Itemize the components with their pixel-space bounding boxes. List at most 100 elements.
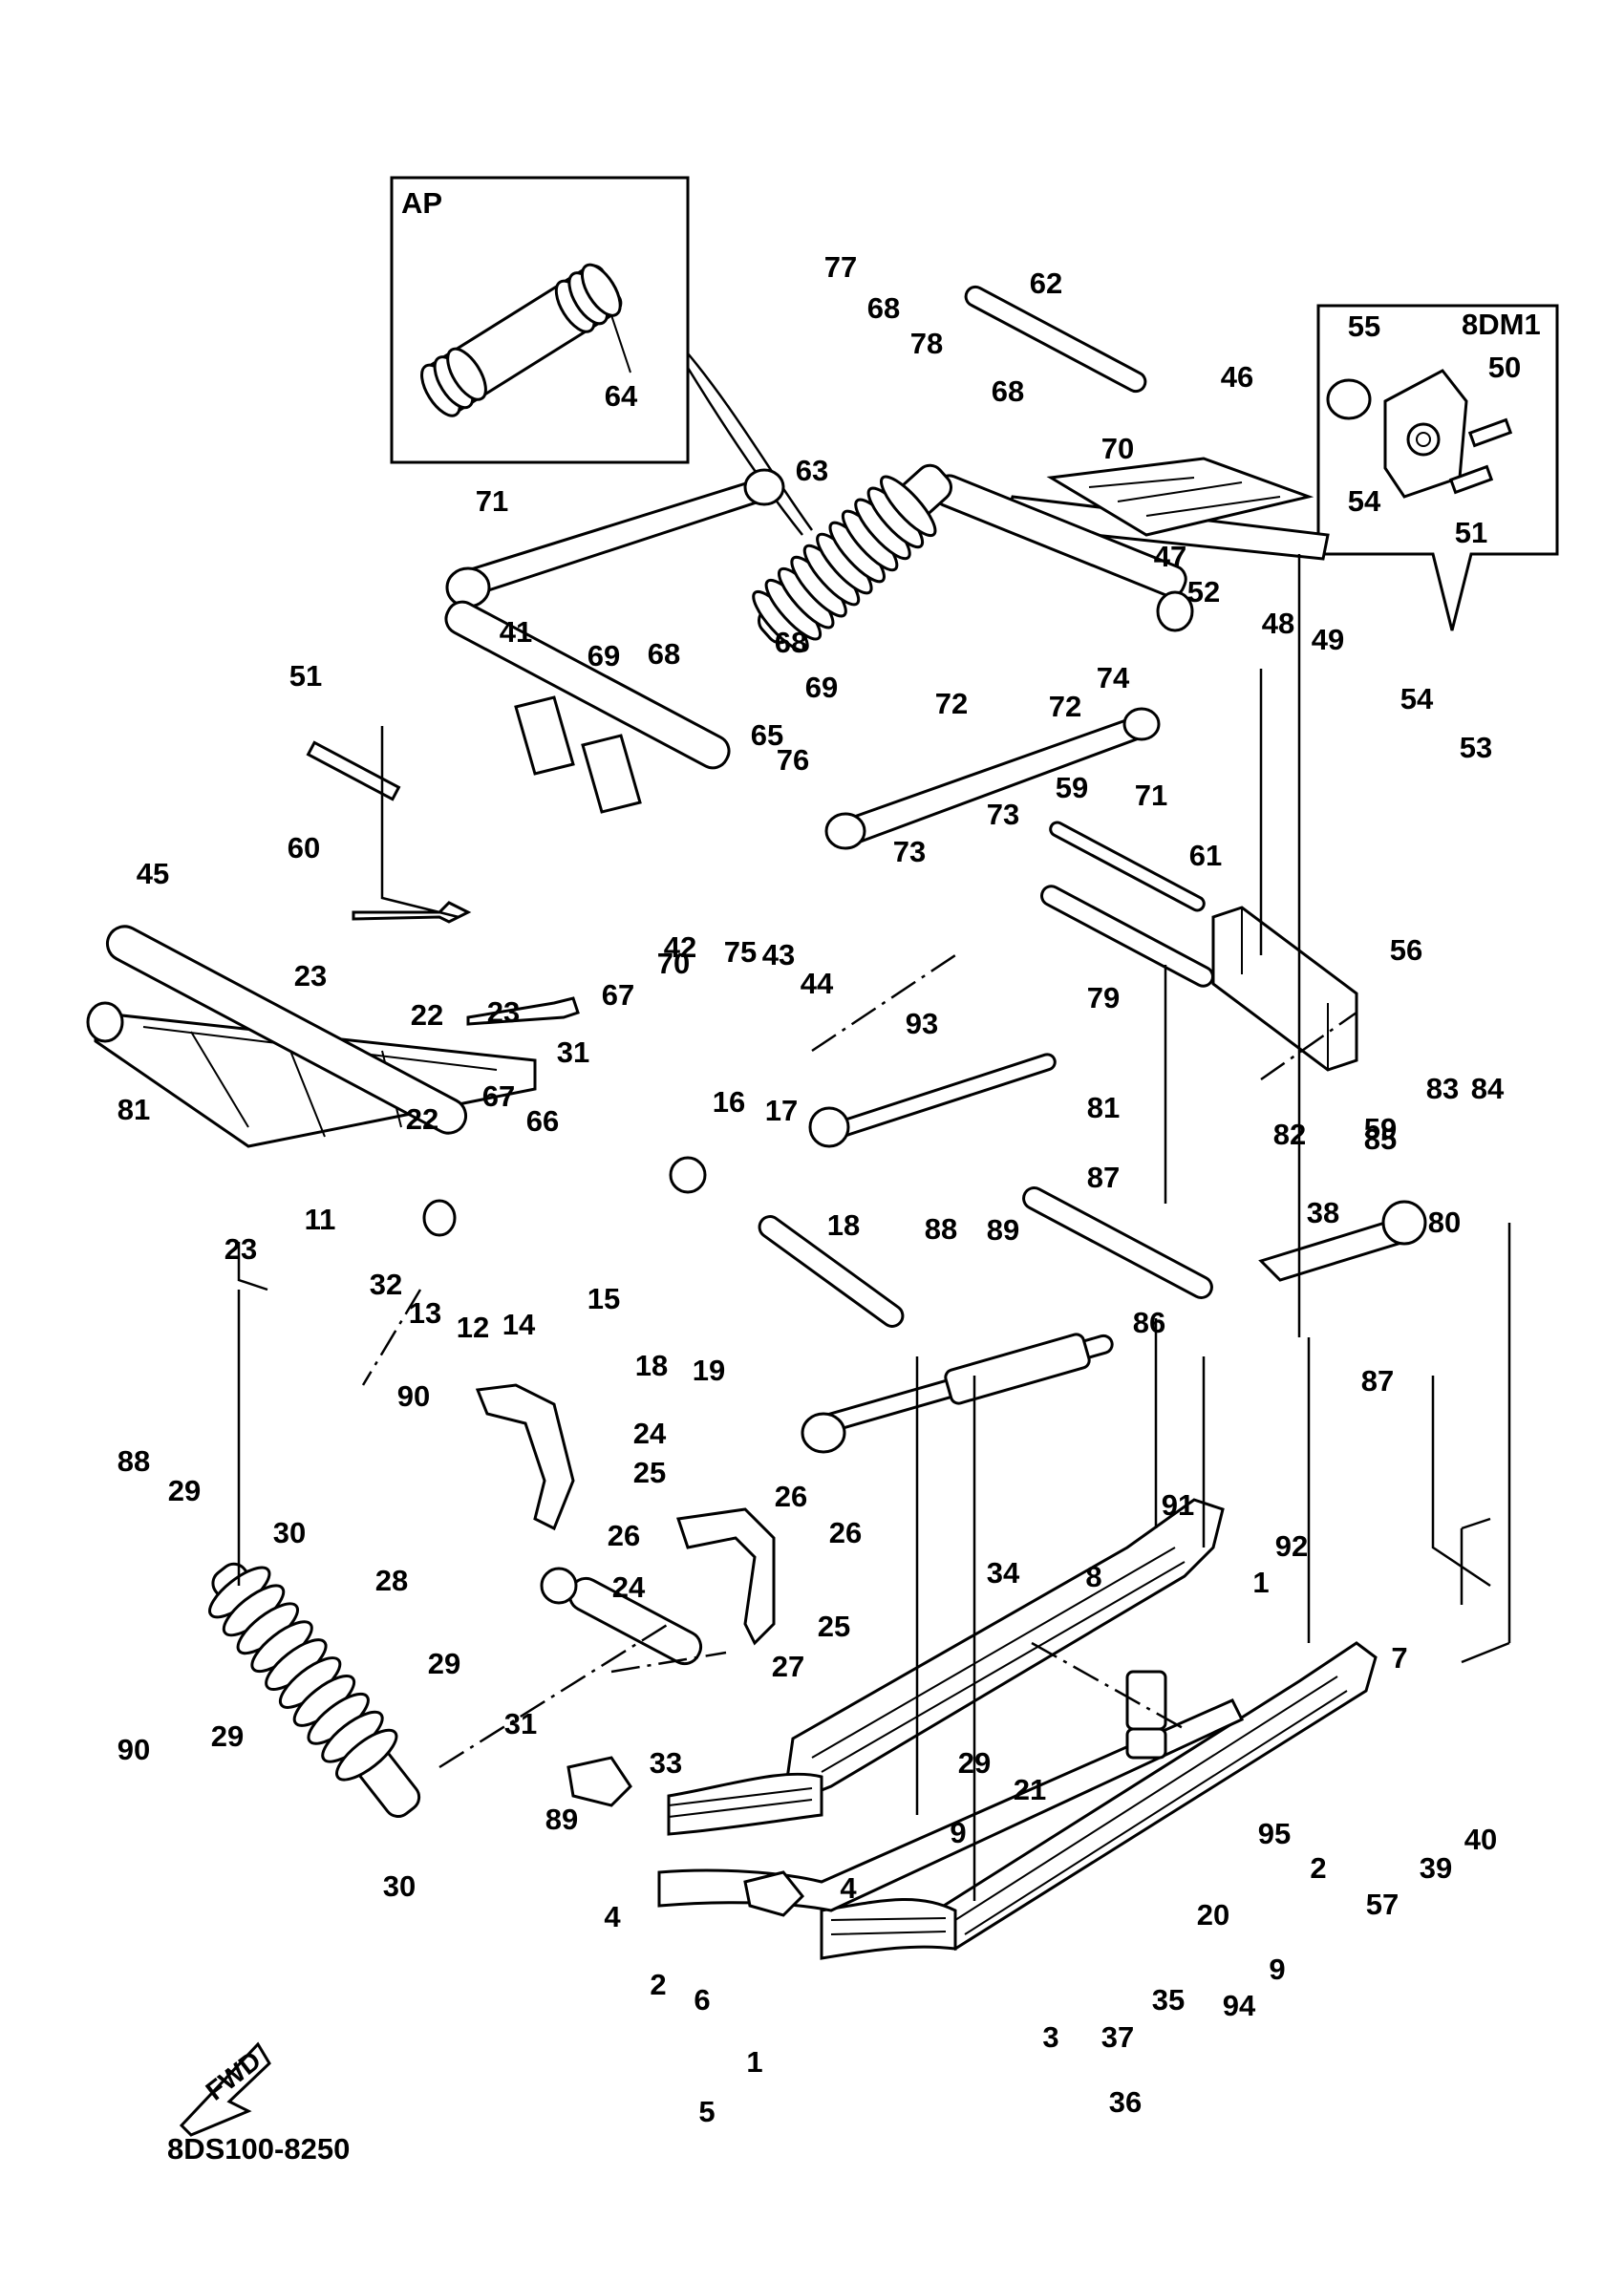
callout-label: 89	[987, 1213, 1019, 1247]
inset-8dm1-frame	[1316, 304, 1559, 631]
callout-label: 88	[118, 1444, 150, 1478]
callout-label: 72	[1049, 690, 1081, 723]
callout-label: 18	[827, 1208, 860, 1242]
callout-label: 62	[1030, 267, 1062, 300]
callout-label: 14	[502, 1308, 536, 1341]
callout-label: 5	[698, 2095, 715, 2128]
callout-label: 73	[987, 798, 1019, 831]
bracket-24-lower	[676, 1507, 776, 1646]
callout-label: 20	[1197, 1898, 1229, 1932]
callout-label: 23	[294, 959, 327, 993]
callout-label: 80	[1428, 1206, 1461, 1239]
callout-label: 51	[1455, 516, 1487, 549]
callout-label: 51	[289, 659, 322, 693]
shaft-58	[1040, 885, 1214, 988]
bolt-icon	[1448, 417, 1513, 495]
callout-label: 32	[370, 1268, 402, 1301]
callout-label: 46	[1221, 360, 1253, 394]
callout-label: 19	[693, 1354, 725, 1387]
callout-label: 53	[1460, 731, 1492, 764]
callout-label: 64	[605, 379, 638, 413]
callout-label: 92	[1275, 1529, 1308, 1563]
shaft-79	[808, 1053, 1057, 1148]
callout-label: 94	[1223, 1989, 1256, 2022]
callout-label: 76	[777, 743, 809, 777]
callout-label: 71	[476, 484, 508, 518]
fwd-arrow-icon: FWD	[179, 2041, 271, 2137]
limiter-strap-22	[352, 901, 580, 1026]
bolt-65	[306, 740, 401, 801]
callout-label: 49	[1312, 623, 1344, 656]
inset-ap-pointer	[687, 352, 814, 531]
front-suspension-arm	[86, 925, 707, 1237]
callout-label: 24	[633, 1417, 667, 1450]
callout-label: 38	[1307, 1196, 1339, 1229]
callout-label: 73	[893, 835, 926, 868]
callout-label: 81	[118, 1093, 150, 1126]
slider-block-4	[566, 1756, 805, 1917]
callout-label: 29	[958, 1746, 991, 1780]
callout-label: 72	[935, 687, 968, 720]
callout-label: 1	[1252, 1566, 1269, 1599]
callout-label: 43	[762, 938, 795, 971]
callout-label: 84	[1471, 1072, 1505, 1105]
callout-label: 88	[925, 1212, 957, 1246]
callout-label: 2	[650, 1968, 666, 2001]
callout-label: 24	[612, 1570, 646, 1604]
callout-label: 74	[1097, 661, 1130, 694]
callout-label: 66	[526, 1104, 559, 1138]
callout-label: 29	[211, 1719, 244, 1753]
callout-label: 13	[409, 1296, 441, 1330]
callout-label: 86	[1133, 1306, 1165, 1339]
callout-label: 60	[288, 831, 320, 865]
callout-label: 47	[1154, 540, 1186, 573]
callout-label: 23	[224, 1232, 257, 1266]
callout-label: 90	[397, 1379, 430, 1413]
callout-label: 26	[775, 1480, 807, 1513]
callout-label: 9	[950, 1816, 966, 1849]
callout-label: 45	[137, 857, 169, 890]
arm-80	[1258, 1200, 1427, 1282]
bushing-icon	[1326, 378, 1372, 420]
callout-label: 8	[1085, 1560, 1101, 1593]
callout-label: 40	[1464, 1823, 1497, 1856]
callout-label: 69	[805, 671, 838, 704]
shaft-61	[1049, 821, 1206, 912]
callout-label: 42	[664, 930, 696, 964]
callout-label: 70	[657, 947, 690, 980]
callout-label: 56	[1390, 933, 1422, 967]
callout-label: 48	[1262, 607, 1294, 640]
callout-label: 82	[1273, 1118, 1306, 1151]
callout-label: 36	[1109, 2085, 1142, 2119]
callout-label: 87	[1087, 1161, 1120, 1194]
inset-ap-frame	[390, 176, 690, 464]
callout-label: 18	[635, 1349, 668, 1382]
shaft-38	[1022, 1186, 1213, 1299]
callout-label: 34	[987, 1556, 1020, 1590]
callout-label: 1	[746, 2045, 762, 2079]
callout-label: 22	[411, 998, 443, 1032]
bracket-24-upper	[475, 1383, 575, 1531]
callout-label: 79	[1087, 981, 1120, 1014]
callout-label: 25	[633, 1456, 666, 1489]
callout-label: 29	[428, 1647, 460, 1680]
callout-label: 2	[1310, 1851, 1326, 1885]
front-pivot-34	[540, 1567, 703, 1666]
callout-label: 78	[910, 327, 943, 360]
callout-label: 27	[772, 1650, 804, 1683]
callout-label: 57	[1366, 1888, 1399, 1921]
callout-label: 54	[1348, 484, 1381, 518]
callout-label: 61	[1189, 839, 1222, 872]
callout-label: 35	[1152, 1983, 1185, 2017]
callout-label: 59	[1364, 1112, 1397, 1145]
leader-lines	[237, 554, 1511, 1901]
shaft-93	[758, 1215, 905, 1328]
callout-label: 71	[1135, 779, 1167, 812]
callout-label: 26	[608, 1519, 640, 1552]
callout-label: 50	[1488, 351, 1521, 384]
callout-label: 63	[796, 454, 828, 487]
front-shock-absorber	[208, 1562, 421, 1819]
callout-label: 23	[487, 995, 520, 1029]
